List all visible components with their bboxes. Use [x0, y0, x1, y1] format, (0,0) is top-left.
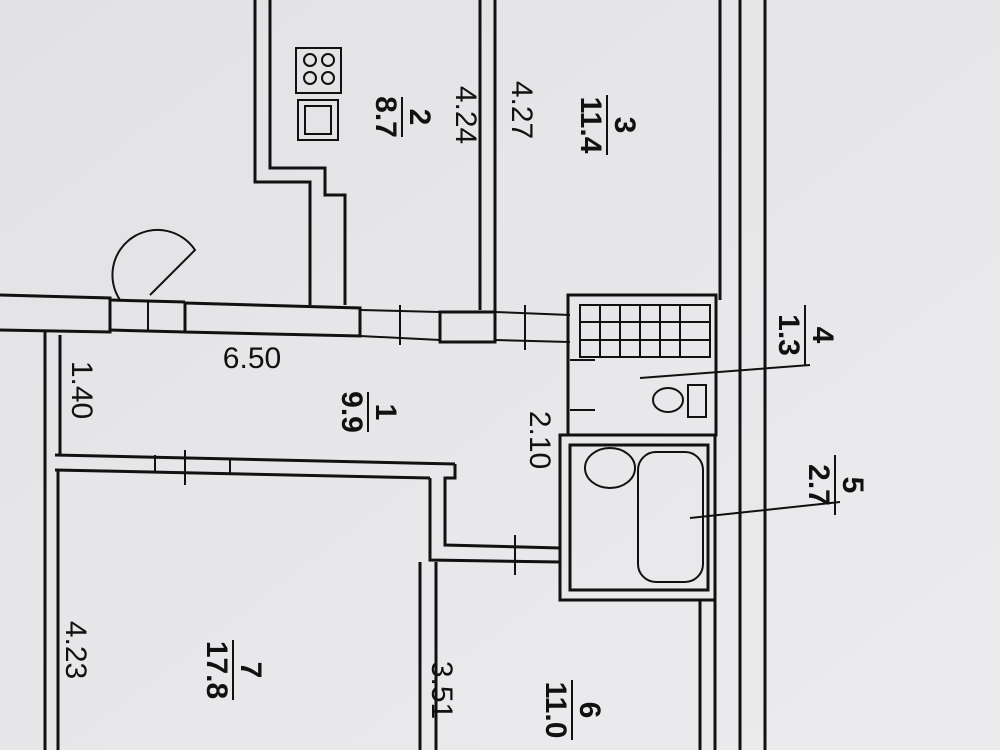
dim-room6-width: 3.51: [425, 661, 458, 719]
room-area: 9.9: [335, 391, 368, 433]
room-number: 5: [836, 477, 869, 494]
room-area: 17.8: [200, 641, 233, 699]
room-area: 11.4: [574, 97, 607, 154]
sink-icon: [297, 99, 339, 141]
walls: [0, 0, 841, 750]
room-number: 3: [608, 117, 641, 134]
dim-corridor-width: 2.10: [523, 411, 556, 469]
room-area: 11.0: [539, 682, 572, 739]
room-label-4: 4 1.3: [772, 305, 839, 365]
room-label-1: 1 9.9: [335, 391, 402, 433]
room-label-7: 7 17.8: [200, 640, 267, 700]
room-label-5: 5 2.7: [802, 455, 869, 515]
dim-room7-width: 4.23: [59, 621, 92, 679]
room-number: 4: [806, 327, 839, 344]
room-area: 8.7: [369, 96, 402, 138]
dim-kitchen-length: 4.24: [449, 86, 482, 144]
washbasin-icon: [584, 447, 636, 489]
room-area: 1.3: [772, 314, 805, 356]
dim-entry-width: 1.40: [65, 361, 98, 419]
room-number: 6: [573, 702, 606, 719]
room-area: 2.7: [802, 464, 835, 506]
room-label-3: 3 11.4: [574, 95, 641, 155]
stove-icon: [295, 47, 342, 94]
room-label-2: 2 8.7: [369, 96, 436, 138]
room-label-6: 6 11.0: [539, 680, 606, 740]
dim-room3-length: 4.27: [505, 81, 538, 139]
room-number: 1: [369, 404, 402, 421]
room-number: 2: [403, 109, 436, 126]
room-number: 7: [234, 662, 267, 679]
door-swing-icon: [111, 228, 197, 301]
toilet-icon: [652, 387, 684, 413]
dim-corridor-length: 6.50: [223, 342, 281, 375]
shower-grid-icon: [579, 304, 711, 358]
